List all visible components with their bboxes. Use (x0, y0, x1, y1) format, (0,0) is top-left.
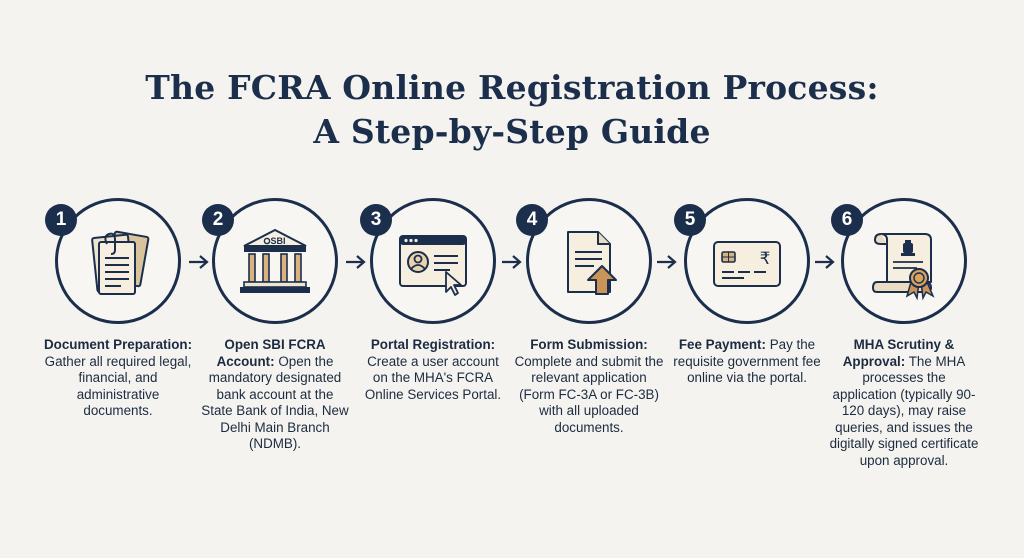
title-line-2: A Step-by-Step Guide (313, 112, 711, 151)
step-body: Complete and submit the relevant applica… (514, 353, 664, 435)
arrow-right-icon (815, 255, 835, 269)
step-description: Form Submission: Complete and submit the… (514, 337, 664, 436)
certificate-icon (871, 233, 935, 301)
step-description: Fee Payment: Pay the requisite governmen… (672, 337, 822, 387)
title-line-1: The FCRA Online Registration Process: (145, 68, 879, 107)
step-number-badge: 2 (202, 204, 234, 236)
bank-icon: SBI (240, 228, 310, 293)
step-description: MHA Scrutiny & Approval: The MHA process… (829, 337, 979, 469)
step-description: Document Preparation: Gather all require… (43, 337, 193, 420)
step-heading: Document Preparation: (43, 337, 193, 352)
arrow-right-icon (502, 255, 522, 269)
step-heading: Fee Payment: (678, 337, 766, 352)
arrow-right-icon (346, 255, 366, 269)
step-number-badge: 1 (45, 204, 77, 236)
step-body: The MHA processes the application (typic… (829, 353, 979, 468)
step-body: Open the mandatory designated bank accou… (201, 353, 349, 452)
step-heading: Open SBI FCRA Account: (216, 337, 326, 369)
step-heading: Portal Registration: (370, 337, 496, 352)
bank-label: SBI (270, 236, 285, 246)
upload-form-icon (567, 231, 617, 295)
step-number-badge: 6 (831, 204, 863, 236)
step-number-badge: 5 (674, 204, 706, 236)
page-title: The FCRA Online Registration Process: A … (0, 66, 1024, 154)
card-payment-icon: ₹ (713, 241, 781, 287)
step-heading: Form Submission: (530, 337, 648, 352)
arrow-right-icon (657, 255, 677, 269)
currency-symbol: ₹ (760, 249, 771, 269)
step-body: Create a user account on the MHA's FCRA … (364, 353, 502, 402)
step-description: Portal Registration: Create a user accou… (358, 337, 508, 403)
step-body: Gather all required legal, financial, an… (44, 353, 192, 419)
step-number-badge: 4 (516, 204, 548, 236)
documents-icon (91, 230, 150, 295)
step-description: Open SBI FCRA Account: Open the mandator… (200, 337, 350, 453)
step-body: Pay the requisite government fee online … (673, 337, 821, 385)
browser-profile-icon (399, 235, 467, 296)
step-heading: MHA Scrutiny & Approval: (842, 337, 955, 369)
arrow-right-icon (189, 255, 209, 269)
step-number-badge: 3 (360, 204, 392, 236)
